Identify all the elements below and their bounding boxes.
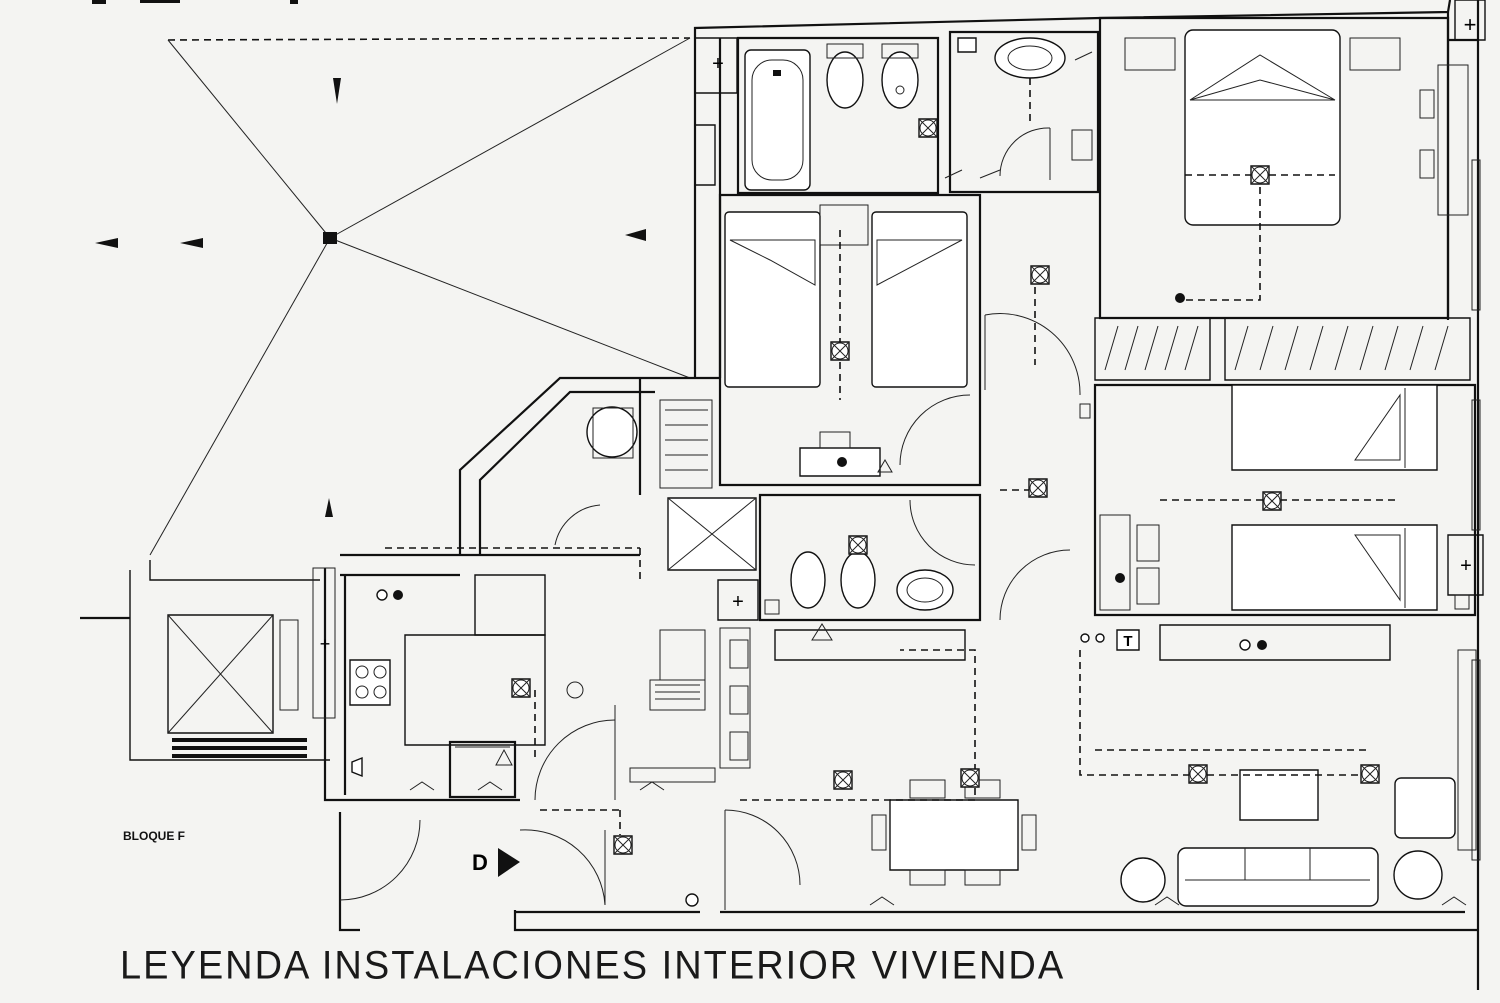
svg-text:+: + bbox=[320, 634, 331, 654]
thermostat-icon: T bbox=[1117, 630, 1139, 650]
lift-shaft: + bbox=[168, 568, 335, 758]
top-edge-fragment bbox=[92, 0, 298, 4]
sockets bbox=[377, 52, 1469, 906]
light-point-icon bbox=[1263, 492, 1281, 510]
bathroom-main: + bbox=[695, 38, 938, 193]
svg-text:+: + bbox=[1460, 555, 1472, 577]
legend-title: LEYENDA INSTALACIONES INTERIOR VIVIENDA bbox=[120, 944, 1066, 989]
bedroom-twin-2: + bbox=[1095, 385, 1483, 615]
light-point-icon bbox=[1031, 266, 1049, 284]
light-point-icon bbox=[849, 536, 867, 554]
light-point-icon bbox=[1361, 765, 1379, 783]
windows-right: + bbox=[1455, 0, 1485, 860]
svg-text:T: T bbox=[1123, 633, 1132, 650]
light-point-icon bbox=[512, 679, 530, 697]
kitchen bbox=[350, 575, 705, 800]
exterior-walls bbox=[80, 0, 1478, 990]
entrance-hall bbox=[340, 628, 800, 910]
bathroom-ensuite bbox=[950, 32, 1098, 192]
svg-text:+: + bbox=[1464, 12, 1477, 37]
svg-text:+: + bbox=[712, 53, 724, 75]
bedroom-master bbox=[1100, 18, 1468, 318]
terrace bbox=[95, 38, 690, 555]
svg-text:D: D bbox=[472, 850, 488, 875]
light-point-icon bbox=[919, 119, 937, 137]
svg-text:+: + bbox=[732, 591, 744, 613]
bedroom-twin-1 bbox=[660, 195, 980, 488]
light-point-icon bbox=[614, 836, 632, 854]
light-point-icon bbox=[1029, 479, 1047, 497]
utility-room bbox=[385, 407, 640, 580]
wardrobes bbox=[1095, 318, 1470, 380]
light-point-icon bbox=[834, 771, 852, 789]
hallway bbox=[900, 275, 1080, 620]
bathroom-second: + bbox=[668, 495, 980, 620]
living-room bbox=[740, 625, 1476, 906]
light-point-icon bbox=[1189, 765, 1207, 783]
smoke-detector-icon bbox=[567, 682, 583, 698]
light-point-icon bbox=[961, 769, 979, 787]
block-label: BLOQUE F bbox=[123, 829, 185, 843]
entrance-arrow-icon: D bbox=[472, 848, 520, 877]
light-points bbox=[512, 119, 1379, 854]
light-point-icon bbox=[1251, 166, 1269, 184]
light-point-icon bbox=[831, 342, 849, 360]
